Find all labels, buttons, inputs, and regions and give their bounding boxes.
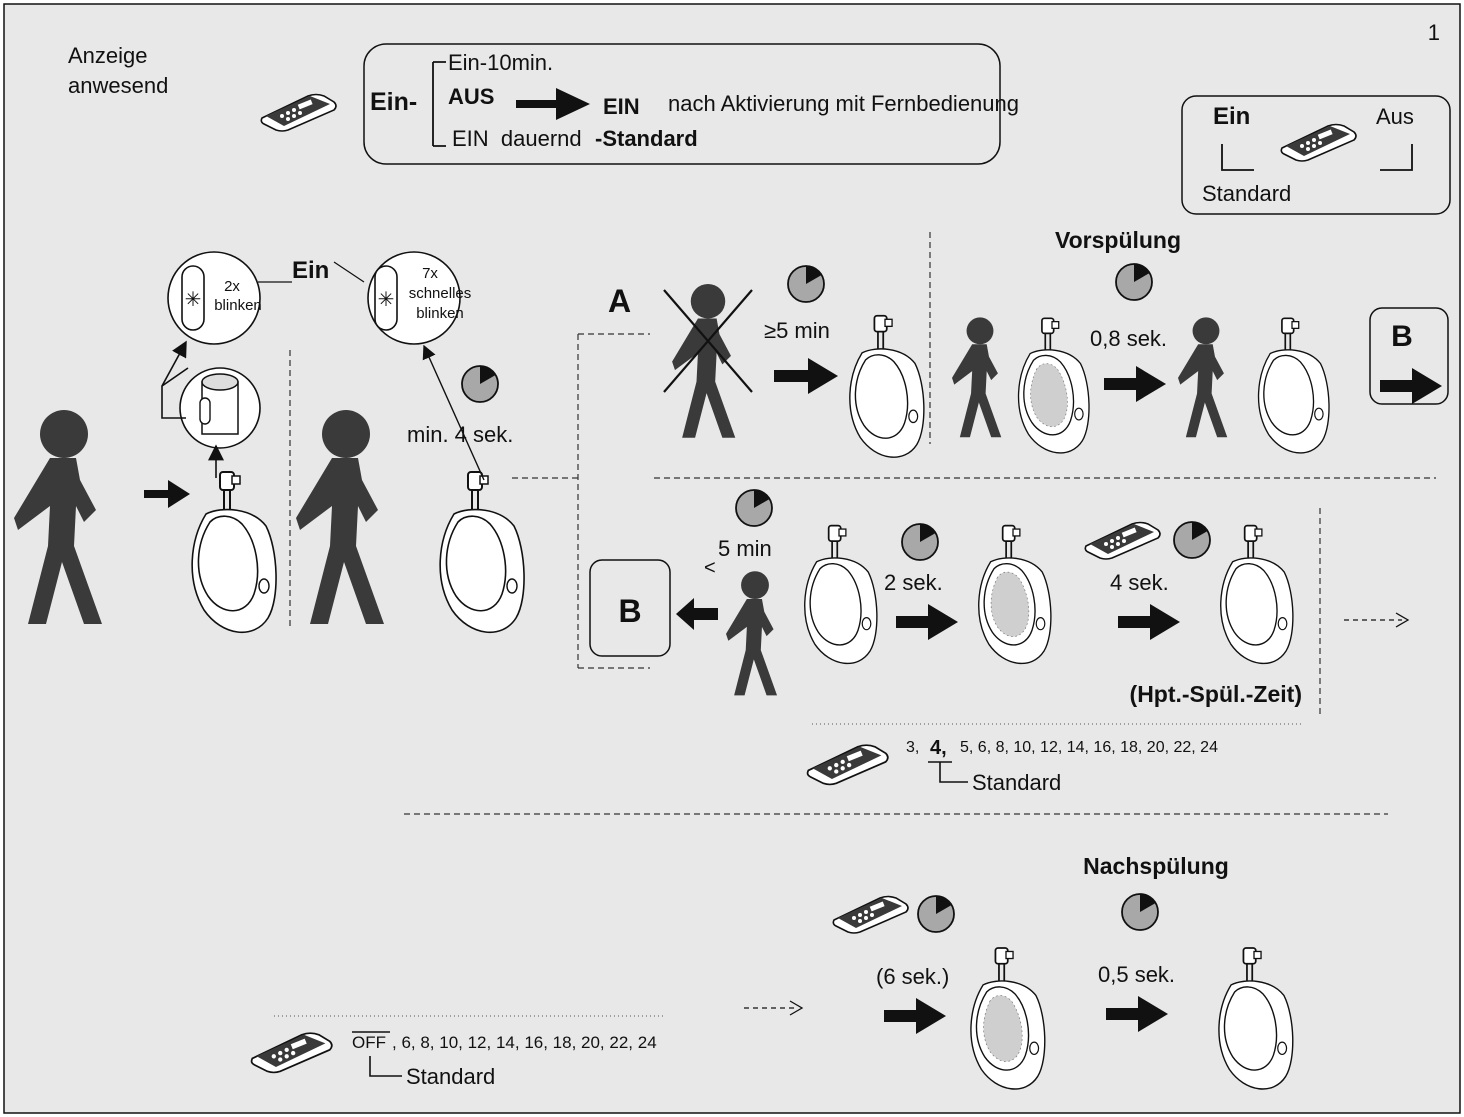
continue-arrow-icon [789, 1000, 804, 1016]
nach-default-label: Standard [406, 1064, 495, 1089]
arrow-left-icon [676, 598, 718, 630]
arrow-right-icon [1380, 368, 1442, 404]
absence-time-label: ≥5 min [764, 318, 830, 343]
vorspuelung-title: Vorspülung [1055, 227, 1181, 253]
arrow-right-icon [884, 998, 946, 1034]
arrow-right-icon [516, 88, 590, 120]
nach-options-rest: , 6, 8, 10, 12, 14, 16, 18, 20, 22, 24 [392, 1033, 657, 1052]
onoff-default-label: Standard [1202, 181, 1291, 206]
bubble-1-line2: blinken [214, 297, 262, 314]
arrow-right-icon [774, 358, 838, 394]
display-present-line2: anwesend [68, 73, 168, 98]
bubble-2-line2: schnelles [409, 285, 472, 302]
toggle-on-symbol [1221, 144, 1254, 171]
arrow-right-icon [1106, 996, 1168, 1032]
arrow-right-icon [1104, 366, 1166, 402]
flush-default-label: Standard [972, 770, 1061, 795]
timer-clock-icon [1121, 893, 1159, 931]
bubble-2-line3: blinken [416, 305, 464, 322]
less-than-sign: < [704, 557, 716, 579]
arrow-right-icon [1118, 604, 1180, 640]
timer-clock-icon [461, 365, 499, 403]
timer-clock-icon [787, 265, 825, 303]
nach-options-off: OFF [352, 1033, 386, 1052]
mode-option-aus: AUS [448, 84, 494, 109]
arrow-right-icon [144, 480, 190, 508]
main-flush-caption: (Hpt.-Spül.-Zeit) [1130, 681, 1302, 707]
branch-connectors [404, 232, 1436, 815]
toggle-off-symbol [1380, 144, 1413, 171]
nachspuelung-title: Nachspülung [1083, 853, 1229, 879]
display-present-line1: Anzeige [68, 43, 148, 68]
onoff-on-label: Ein [1213, 103, 1250, 130]
timer-clock-icon [1173, 521, 1211, 559]
mode-option-permanent: EIN dauernd [452, 126, 582, 151]
mode-option-ein-10min: Ein-10min. [448, 50, 553, 75]
timer-clock-icon [1115, 263, 1153, 301]
presence-time-label: 5 min [718, 536, 772, 561]
flush-options-pre: 3, [906, 739, 919, 756]
vorspuelung-section: A ≥5 min Vorspülung 0,8 sek. B [608, 227, 1449, 459]
flash-icon: ✳ [378, 289, 395, 311]
absent-cross-icon [663, 289, 753, 393]
flash-icon: ✳ [185, 289, 202, 311]
onoff-box: Ein Aus Standard [1181, 95, 1451, 215]
bubble-1-line1: 2x [224, 278, 240, 295]
ein-label: Ein [292, 257, 329, 284]
mode-option-default: -Standard [595, 126, 698, 151]
box-b-label: B [618, 593, 641, 629]
nach-step1-label: (6 sek.) [876, 964, 949, 989]
activation-section: ✳ 2x blinken Ein ✳ 7x schnelles blinken … [14, 251, 526, 634]
bubble-2-line1: 7x [422, 265, 438, 282]
mode-option-note: nach Aktivierung mit Fernbedienung [668, 91, 1019, 116]
step-4sek-label: 4 sek. [1110, 570, 1169, 595]
timer-clock-icon [735, 489, 773, 527]
timer-clock-icon [917, 895, 955, 933]
mode-prefix: Ein- [370, 88, 417, 116]
page-number: 1 [1428, 20, 1440, 45]
mode-option-ein: EIN [603, 94, 640, 119]
timer-clock-icon [901, 523, 939, 561]
flush-options-default: 4, [930, 737, 947, 759]
box-b [589, 559, 671, 657]
continue-arrow-icon [1395, 612, 1410, 628]
nach-step2-label: 0,5 sek. [1098, 962, 1175, 987]
mode-box: Ein- Ein-10min. AUS EIN nach Aktivierung… [363, 43, 1019, 165]
arrow-right-icon [896, 604, 958, 640]
flush-options-post: 5, 6, 8, 10, 12, 14, 16, 18, 20, 22, 24 [960, 739, 1218, 756]
step-2sek-label: 2 sek. [884, 570, 943, 595]
goto-b-label: B [1391, 320, 1413, 353]
nachspuelung-section: Nachspülung (6 sek.) 0,5 sek. OFF , 6, 8… [250, 853, 1294, 1090]
min-time-label: min. 4 sek. [407, 422, 513, 447]
main-flush-section: < 5 min B 2 sek. 4 sek. (Hpt.-Spül.-Zeit… [589, 489, 1410, 795]
vorspuelung-delay: 0,8 sek. [1090, 326, 1167, 351]
branch-a-label: A [608, 283, 631, 319]
onoff-off-label: Aus [1376, 104, 1414, 129]
